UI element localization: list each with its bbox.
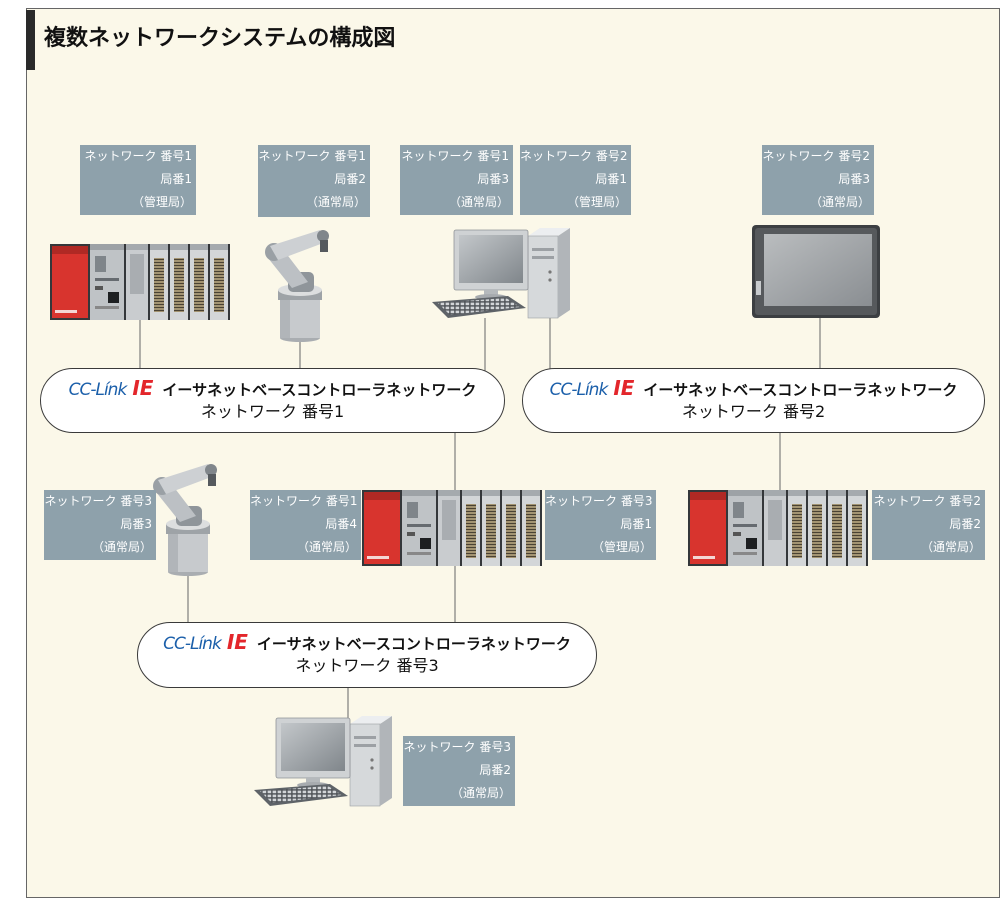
logo-ie-text: IE	[613, 376, 635, 400]
station-network-text: ネットワーク 番号2	[762, 149, 870, 163]
station-number-text: 局番2	[334, 172, 366, 186]
station-number-text: 局番1	[160, 172, 192, 186]
logo-cc-link-text: CC-Línk	[68, 380, 128, 400]
network-number: ネットワーク 番号2	[681, 402, 826, 421]
station-label: ネットワーク 番号1 局番2 （通常局）	[258, 145, 370, 217]
station-label: ネットワーク 番号2 局番2 （通常局）	[872, 490, 985, 560]
station-role-text: （通常局）	[450, 786, 511, 800]
station-number-text: 局番3	[477, 172, 509, 186]
pc-icon	[431, 227, 571, 319]
station-network-text: ネットワーク 番号1	[250, 494, 358, 508]
network-type-name: イーサネットベースコントローラネットワーク	[162, 381, 477, 399]
station-number-text: 局番3	[120, 517, 152, 531]
network-type-name: イーサネットベースコントローラネットワーク	[256, 635, 571, 653]
station-number-text: 局番2	[949, 517, 981, 531]
station-role-text: （管理局）	[131, 195, 192, 209]
station-network-text: ネットワーク 番号2	[873, 494, 981, 508]
network-number: ネットワーク 番号3	[295, 656, 439, 675]
robot-icon	[153, 464, 217, 576]
logo-ie-text: IE	[226, 630, 248, 654]
logo-cc-link-text: CC-Línk	[549, 380, 609, 400]
station-role-text: （通常局）	[296, 540, 357, 554]
station-number-text: 局番1	[620, 517, 652, 531]
station-role-text: （通常局）	[448, 195, 509, 209]
network-number: ネットワーク 番号1	[200, 402, 345, 421]
station-network-text: ネットワーク 番号3	[545, 494, 653, 508]
network-type-name: イーサネットベースコントローラネットワーク	[643, 381, 958, 399]
station-role-text: （通常局）	[305, 195, 366, 209]
station-label: ネットワーク 番号1 局番1 （管理局）	[80, 145, 196, 215]
station-label: ネットワーク 番号3 局番1 （管理局）	[545, 490, 656, 560]
station-number-text: 局番3	[838, 172, 870, 186]
station-role-text: （通常局）	[920, 540, 981, 554]
station-label: ネットワーク 番号2 局番1 （管理局）	[520, 145, 631, 215]
station-label: ネットワーク 番号3 局番3 （通常局）	[44, 490, 156, 560]
plc-icon	[362, 490, 542, 566]
station-number-text: 局番2	[479, 763, 511, 777]
station-role-text: （管理局）	[591, 540, 652, 554]
station-label: ネットワーク 番号2 局番3 （通常局）	[762, 145, 874, 215]
page-title: 複数ネットワークシステムの構成図	[44, 26, 396, 51]
station-network-text: ネットワーク 番号1	[84, 149, 192, 163]
station-role-text: （通常局）	[809, 195, 870, 209]
station-network-text: ネットワーク 番号3	[44, 494, 152, 508]
station-label: ネットワーク 番号1 局番4 （通常局）	[250, 490, 361, 560]
touch-panel-icon	[752, 225, 880, 318]
logo-cc-link-text: CC-Línk	[163, 634, 222, 654]
station-number-text: 局番4	[325, 517, 357, 531]
robot-icon	[265, 230, 329, 342]
station-network-text: ネットワーク 番号2	[520, 149, 628, 163]
station-label: ネットワーク 番号3 局番2 （通常局）	[403, 736, 515, 806]
plc-icon	[688, 490, 868, 566]
station-number-text: 局番1	[595, 172, 627, 186]
pc-icon	[253, 715, 393, 807]
station-network-text: ネットワーク 番号3	[403, 740, 511, 754]
station-label: ネットワーク 番号1 局番3 （通常局）	[400, 145, 513, 215]
plc-icon	[50, 244, 230, 320]
title-accent-bar	[26, 10, 35, 70]
station-role-text: （管理局）	[566, 195, 627, 209]
station-network-text: ネットワーク 番号1	[258, 149, 366, 163]
station-role-text: （通常局）	[91, 540, 152, 554]
station-network-text: ネットワーク 番号1	[401, 149, 509, 163]
logo-ie-text: IE	[132, 376, 154, 400]
